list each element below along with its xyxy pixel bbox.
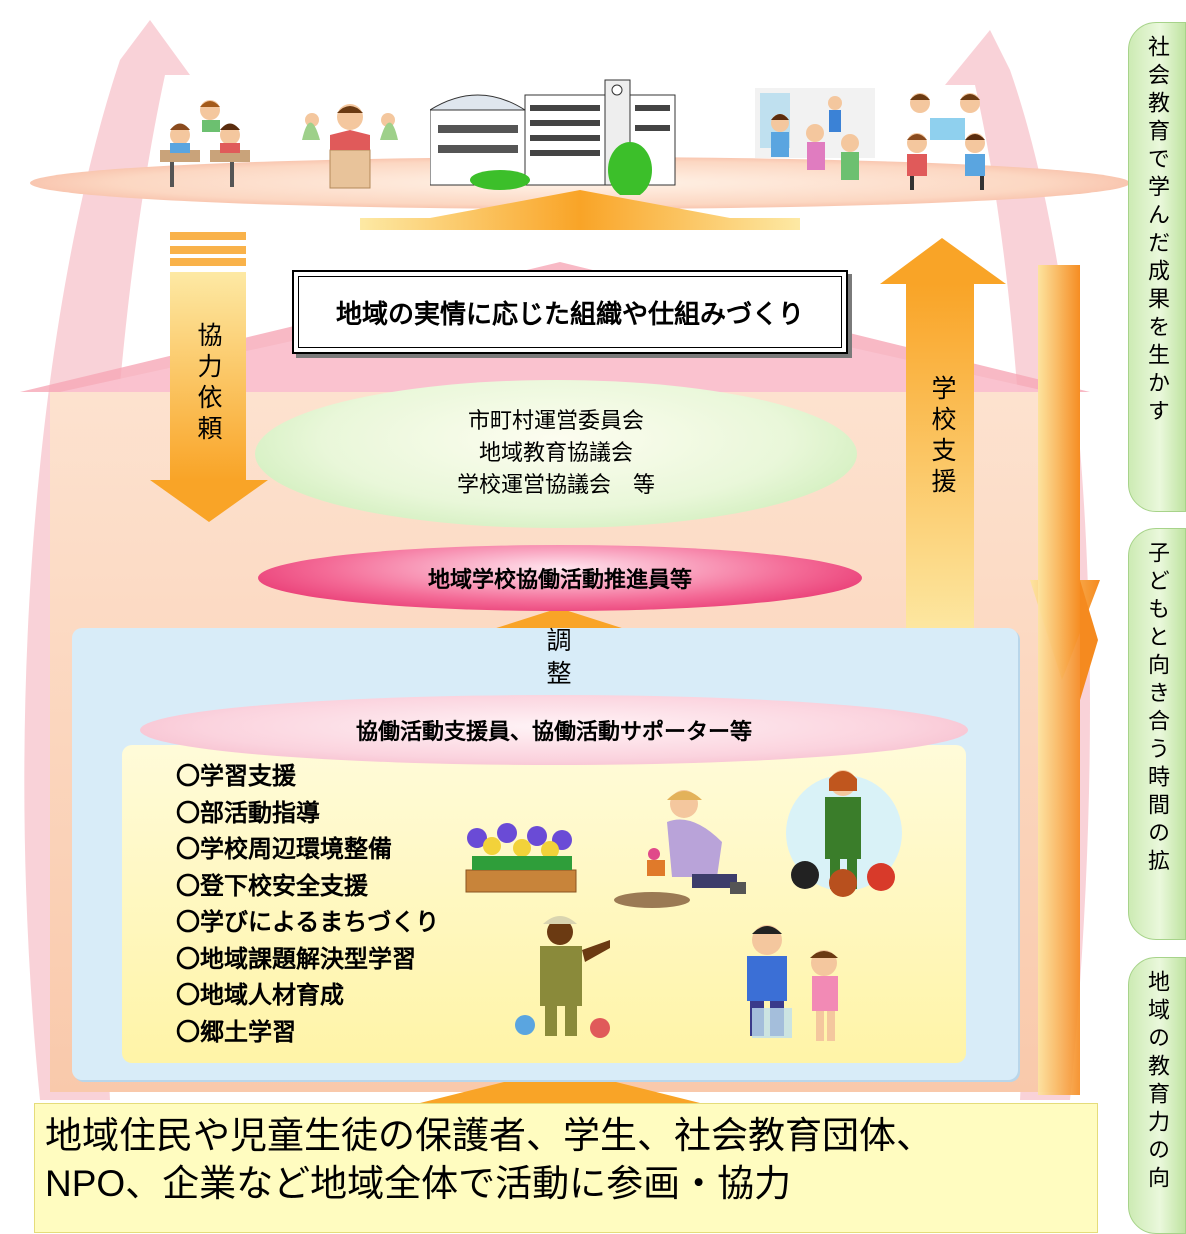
activity-item: 〇郷土学習 xyxy=(176,1017,296,1046)
promoter-ellipse: 地域学校協働活動推進員等 xyxy=(258,545,862,611)
supporters-ellipse: 協働活動支援員、協働活動サポーター等 xyxy=(140,695,968,765)
activity-item: 〇部活動指導 xyxy=(176,798,320,827)
side-outcome-3-text: 地域の教育力の向 xyxy=(1144,970,1169,1194)
left-down-arrow xyxy=(150,232,268,522)
promoter-text: 地域学校協働活動推進員等 xyxy=(427,568,692,593)
activity-item: 〇地域課題解決型学習 xyxy=(176,944,416,973)
up-arrow-stage xyxy=(360,190,800,230)
activity-item: 〇登下校安全支援 xyxy=(176,871,368,900)
participants-line-2: NPO、企業など地域全体で活動に参画・協力 xyxy=(45,1163,792,1204)
participants-box: 地域住民や児童生徒の保護者、学生、社会教育団体、 NPO、企業など地域全体で活動… xyxy=(34,1103,1098,1233)
teacher-illustration xyxy=(786,770,902,897)
committee-line-3: 学校運営協議会 等 xyxy=(456,473,655,498)
guide-illustration xyxy=(515,916,610,1038)
community-illustration xyxy=(755,88,875,180)
activity-item: 〇地域人材育成 xyxy=(176,981,344,1009)
activity-item: 〇学びによるまちづくり xyxy=(176,908,440,936)
school-support-label: 学校支援 xyxy=(928,375,957,499)
side-outcome-1-text: 社会教育で学んだ成果を生かす xyxy=(1144,35,1169,427)
activity-item: 〇学校周辺環境整備 xyxy=(176,835,392,863)
father-child-illustration xyxy=(747,925,838,1041)
school-building-illustration xyxy=(430,79,676,195)
gym-illustration xyxy=(302,104,398,189)
classroom-illustration xyxy=(160,100,250,187)
side-outcome-2: 子どもと向き合う時間の拡 xyxy=(1128,528,1186,940)
bottom-up-arrow xyxy=(420,1068,700,1103)
supporters-text: 協働活動支援員、協働活動サポーター等 xyxy=(355,720,752,745)
adjustment-label: 調整 xyxy=(546,626,572,688)
cooperation-request-label: 協力依頼 xyxy=(194,322,223,446)
participants-line-1: 地域住民や児童生徒の保護者、学生、社会教育団体、 xyxy=(45,1115,933,1156)
activity-item: 〇学習支援 xyxy=(176,762,296,790)
committee-line-2: 地域教育協議会 xyxy=(478,441,633,466)
organization-title-text: 地域の実情に応じた組織や仕組みづくり xyxy=(335,299,804,330)
activity-list: 〇学習支援 〇部活動指導 〇学校周辺環境整備 〇登下校安全支援 〇学びによるまち… xyxy=(176,758,439,1050)
side-outcome-3: 地域の教育力の向 xyxy=(1128,957,1186,1234)
committee-ellipse: 市町村運営委員会 地域教育協議会 学校運営協議会 等 xyxy=(255,380,857,528)
committee-line-1: 市町村運営委員会 xyxy=(467,409,644,434)
craft-class-illustration xyxy=(907,93,985,190)
side-outcome-2-text: 子どもと向き合う時間の拡 xyxy=(1144,541,1169,877)
gardener-illustration xyxy=(614,790,746,908)
flower-planter-illustration xyxy=(465,823,577,893)
side-outcome-1: 社会教育で学んだ成果を生かす xyxy=(1128,22,1186,512)
organization-title: 地域の実情に応じた組織や仕組みづくり xyxy=(292,270,848,354)
